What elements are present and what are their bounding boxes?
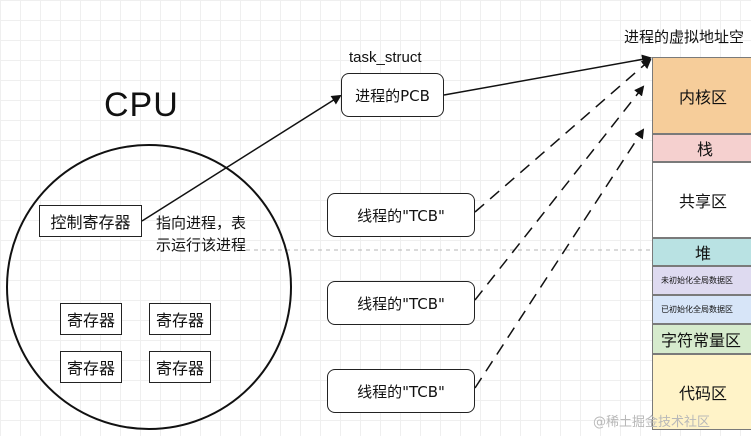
segment-initialized-data: 已初始化全局数据区 bbox=[652, 295, 751, 324]
segment-kernel: 内核区 bbox=[652, 57, 751, 134]
segment-code: 代码区 bbox=[652, 354, 751, 430]
address-space-title: 进程的虚拟地址空 bbox=[624, 28, 745, 46]
arrow-tcb2-to-address-space bbox=[474, 85, 645, 301]
register-box: 寄存器 bbox=[149, 303, 211, 335]
segment-stack: 栈 bbox=[652, 134, 751, 162]
tcb-box: 线程的"TCB" bbox=[327, 193, 475, 237]
segment-uninitialized-data: 未初始化全局数据区 bbox=[652, 266, 751, 295]
register-box: 寄存器 bbox=[149, 351, 211, 383]
pcb-box: 进程的PCB bbox=[341, 73, 444, 117]
register-box: 寄存器 bbox=[60, 351, 122, 383]
pointer-note: 指向进程，表 示运行该进程 bbox=[156, 212, 268, 256]
cpu-circle bbox=[6, 144, 292, 430]
control-register-box: 控制寄存器 bbox=[39, 205, 142, 237]
segment-string-constants: 字符常量区 bbox=[652, 324, 751, 354]
tcb-box: 线程的"TCB" bbox=[327, 369, 475, 413]
pointer-note-line-2: 示运行该进程 bbox=[156, 236, 247, 254]
pointer-note-line-1: 指向进程，表 bbox=[156, 214, 247, 232]
task-struct-label: task_struct bbox=[349, 49, 422, 66]
arrow-tcb3-to-address-space bbox=[474, 128, 645, 389]
segment-heap: 堆 bbox=[652, 238, 751, 266]
segment-shared: 共享区 bbox=[652, 162, 751, 238]
arrow-pcb-to-address-space bbox=[443, 54, 652, 96]
tcb-box: 线程的"TCB" bbox=[327, 281, 475, 325]
arrow-tcb1-to-address-space bbox=[474, 58, 652, 213]
register-box: 寄存器 bbox=[60, 303, 122, 335]
cpu-title: CPU bbox=[104, 86, 179, 124]
watermark: @稀土掘金技术社区 bbox=[593, 415, 711, 430]
